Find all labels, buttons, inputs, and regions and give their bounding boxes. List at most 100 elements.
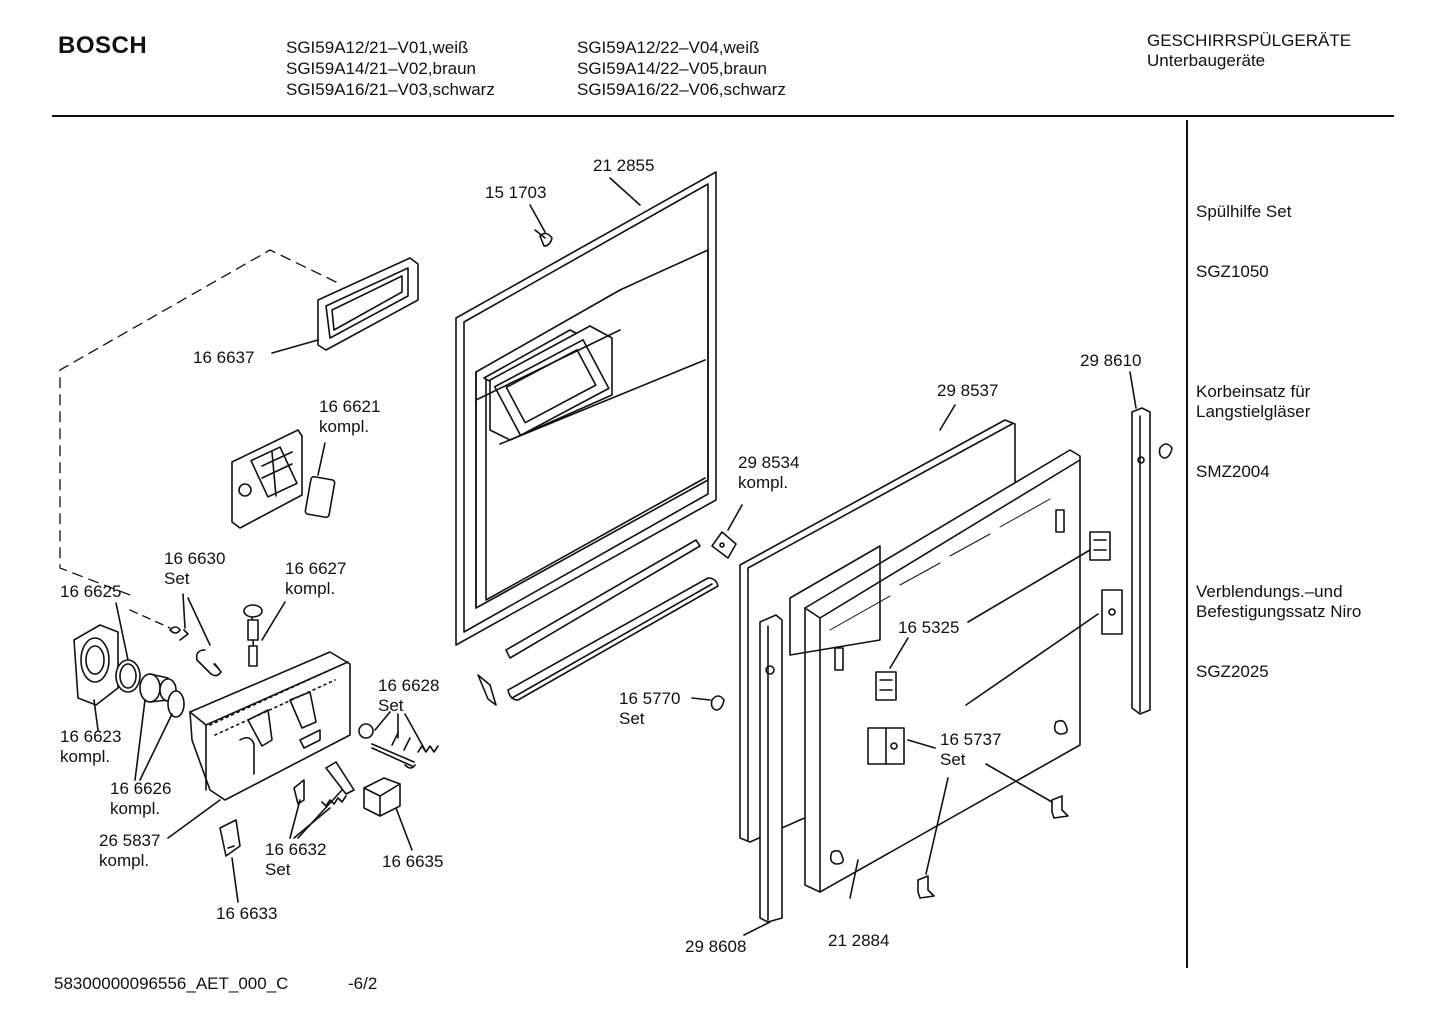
seal-ring bbox=[119, 663, 137, 689]
accessory-item: Spülhilfe Set SGZ1050 bbox=[1196, 162, 1361, 322]
mounting-tab bbox=[917, 875, 935, 899]
latch-clip bbox=[867, 727, 905, 765]
dispenser-seal-frame bbox=[317, 257, 419, 351]
model-list-2: SGI59A12/22–V04,weiß SGI59A14/22–V05,bra… bbox=[577, 37, 786, 100]
spring bbox=[321, 795, 347, 807]
leader-line bbox=[727, 504, 743, 531]
latch-lever bbox=[325, 761, 355, 795]
part-label: 16 5770 Set bbox=[619, 689, 681, 728]
accessory-code: SMZ2004 bbox=[1196, 462, 1270, 481]
leader-line bbox=[965, 613, 1099, 706]
part-label: 16 6625 bbox=[60, 582, 122, 601]
leader-line bbox=[889, 637, 909, 669]
part-label: 16 6633 bbox=[216, 904, 278, 923]
leader-line bbox=[529, 204, 546, 233]
leader-line bbox=[404, 713, 426, 751]
leader-line bbox=[261, 601, 286, 641]
document-id: 58300000096556_AET_000_C bbox=[54, 974, 289, 993]
leader-line bbox=[1129, 371, 1137, 409]
part-label: 29 8610 bbox=[1080, 351, 1142, 370]
ball-bearing bbox=[358, 723, 374, 739]
part-label: 16 6623 kompl. bbox=[60, 727, 122, 766]
part-label: 21 2884 bbox=[828, 931, 890, 950]
part-label: 15 1703 bbox=[485, 183, 547, 202]
leader-line bbox=[182, 593, 186, 629]
leader-line bbox=[967, 549, 1091, 623]
leader-line bbox=[289, 799, 301, 839]
accessory-code: SGZ2025 bbox=[1196, 662, 1269, 681]
leader-line bbox=[134, 699, 146, 781]
hinge-catch bbox=[477, 674, 497, 706]
dispenser-cap bbox=[139, 673, 177, 703]
leader-line bbox=[395, 807, 413, 851]
sidebar-divider bbox=[1186, 120, 1188, 968]
category-title: GESCHIRRSPÜLGERÄTE bbox=[1147, 31, 1352, 50]
hinge-clip bbox=[875, 671, 897, 701]
leader-line bbox=[925, 777, 949, 875]
accessory-item: Verblendungs.–und Befestigungssatz Niro … bbox=[1196, 542, 1361, 722]
model-list-1: SGI59A12/21–V01,weiß SGI59A14/21–V02,bra… bbox=[286, 37, 495, 100]
assembly-dashed-line bbox=[129, 609, 171, 629]
spring-clip bbox=[169, 626, 222, 677]
part-label: 29 8534 kompl. bbox=[738, 453, 800, 492]
accessory-code: SGZ1050 bbox=[1196, 262, 1269, 281]
part-label: 29 8537 bbox=[937, 381, 999, 400]
leader-line bbox=[187, 597, 211, 646]
dispenser-knob-housing bbox=[73, 624, 119, 706]
leader-line bbox=[297, 789, 343, 839]
leader-line bbox=[907, 739, 936, 749]
leader-line bbox=[93, 699, 99, 731]
assembly-dashed-line bbox=[59, 249, 337, 596]
page-number: -6/2 bbox=[348, 974, 378, 993]
header-rule bbox=[52, 115, 1394, 117]
leader-line bbox=[609, 177, 641, 206]
accessories-list: Spülhilfe Set SGZ1050 Korbeinsatz für La… bbox=[1196, 162, 1361, 742]
part-label: 16 6635 bbox=[382, 852, 444, 871]
model-item: SGI59A12/22–V04,weiß bbox=[577, 38, 760, 57]
accessory-name: Verblendungs.–und Befestigungssatz Niro bbox=[1196, 582, 1362, 621]
model-item: SGI59A16/22–V06,schwarz bbox=[577, 80, 786, 99]
set-button bbox=[710, 695, 725, 711]
leader-line bbox=[115, 602, 129, 661]
side-trim-strip bbox=[759, 614, 783, 923]
actuator-magnet bbox=[363, 777, 401, 817]
latch-lever bbox=[293, 779, 305, 805]
leader-line bbox=[317, 442, 326, 476]
leader-line bbox=[849, 859, 859, 899]
detergent-dispenser-body bbox=[189, 651, 351, 801]
dispenser-cover bbox=[231, 429, 336, 529]
leader-line bbox=[167, 799, 221, 839]
model-item: SGI59A12/21–V01,weiß bbox=[286, 38, 469, 57]
part-label: 21 2855 bbox=[593, 156, 655, 175]
part-label: 16 6621 kompl. bbox=[319, 397, 381, 436]
leader-line bbox=[939, 404, 956, 431]
door-seal-strip bbox=[505, 539, 719, 701]
screw bbox=[534, 229, 553, 247]
aeration-valve bbox=[243, 604, 263, 667]
accessory-item: Korbeinsatz für Langstielgläser SMZ2004 bbox=[1196, 342, 1361, 522]
door-mounting-frame bbox=[789, 449, 1081, 893]
part-label: 29 8608 bbox=[685, 937, 747, 956]
leader-line bbox=[139, 713, 173, 781]
model-item: SGI59A14/22–V05,braun bbox=[577, 59, 767, 78]
spring bbox=[417, 745, 439, 753]
accessory-name: Spülhilfe Set bbox=[1196, 202, 1292, 221]
leader-line bbox=[374, 711, 391, 731]
part-label: 26 5837 kompl. bbox=[99, 831, 161, 870]
part-label: 16 6627 kompl. bbox=[285, 559, 347, 598]
model-item: SGI59A14/21–V02,braun bbox=[286, 59, 476, 78]
leader-line bbox=[691, 697, 711, 701]
part-label: 16 6630 Set bbox=[164, 549, 226, 588]
accessory-name: Korbeinsatz für Langstielgläser bbox=[1196, 382, 1311, 421]
brand-logo: BOSCH bbox=[58, 32, 148, 59]
category-subtitle: Unterbaugeräte bbox=[1147, 51, 1266, 70]
mounting-bracket bbox=[219, 819, 241, 857]
part-label: 16 6637 bbox=[193, 348, 255, 367]
inner-door-panel bbox=[455, 171, 717, 646]
model-item: SGI59A16/21–V03,schwarz bbox=[286, 80, 495, 99]
part-label: 16 5325 bbox=[898, 618, 960, 637]
leader-line bbox=[743, 921, 771, 936]
latch-clip bbox=[1101, 589, 1123, 635]
part-label: 16 6626 kompl. bbox=[110, 779, 172, 818]
side-trim-strip bbox=[1131, 407, 1151, 715]
